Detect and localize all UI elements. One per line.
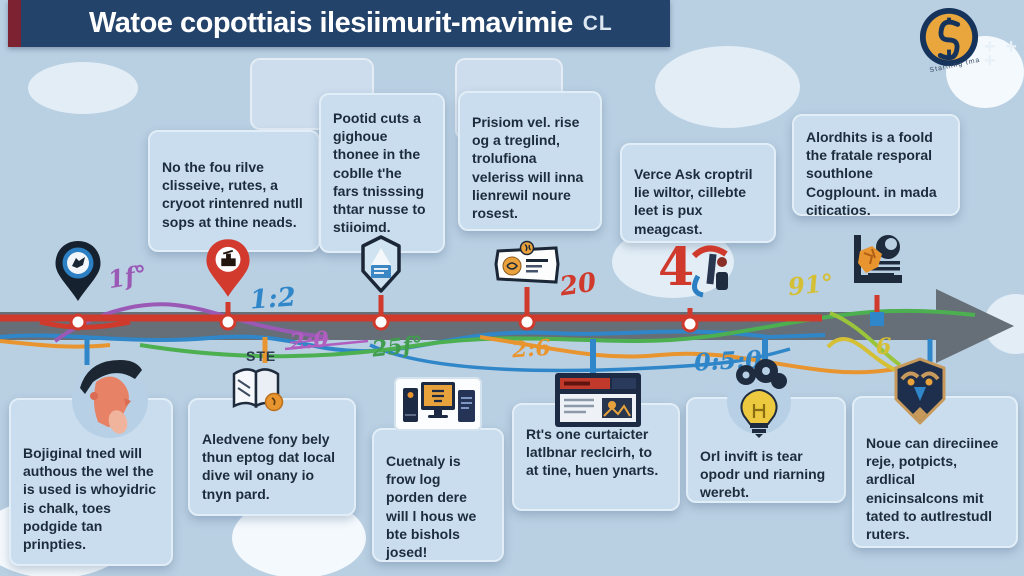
milestone-dot [219,313,237,331]
page-title: Watoe copottiais ilesiimurit-mavimie [89,7,573,39]
card-text: Cuetnaly is frow log porden dere will l … [386,453,477,560]
card-text: No the fou rilve clisseive, rutes, a cry… [162,159,303,230]
yellow-squiggle-line [826,337,899,373]
dollar-snake-icon [919,7,979,67]
milestone-square [870,312,884,326]
handwritten-annotation: 91° [786,267,835,302]
handwritten-annotation: 2:6 [511,334,552,364]
milestone-dot [69,313,87,331]
info-card-top-3: Prisiom vel. rise og a treglind, trolufi… [458,91,602,231]
handwritten-annotation: 25f° [370,331,425,363]
devices-icon [394,372,482,434]
handwritten-annotation: 20 [558,267,599,303]
info-card-top-1: No the fou rilve clisseive, rutes, a cry… [148,130,320,252]
milestone-dot [518,313,536,331]
info-card-bottom-2: Aledvene fony bely thun eptog dat local … [188,398,356,516]
card-text: Prisiom vel. rise og a treglind, trolufi… [472,114,584,221]
handwritten-annotation: 6 [876,334,892,360]
header-accent [8,0,21,47]
thinking-person-icon [52,350,164,442]
decorative-cloud [655,46,800,128]
card-text: Noue can direciinee reje, potpicts, ardl… [866,435,999,542]
owl-shield-icon [890,356,950,428]
header-bar: Watoe copottiais ilesiimurit-mavimie CL [8,0,670,47]
orange-left-line [0,339,111,349]
info-card-bottom-3: Cuetnaly is frow log porden dere will l … [372,428,504,562]
info-card-bottom-5: Orl invift is tear opodr und riarning we… [686,397,846,503]
handwritten-annotation: 2:0 [288,326,330,356]
map-pin-dark-icon [54,240,102,302]
map-pin-red-icon [205,238,251,298]
ste-label: STE [246,348,277,364]
card-text: Verce Ask croptril lie wiltor, cillebte … [634,166,753,237]
plus-decoration-icon: + ++ [984,36,1019,72]
card-text: Alordhits is a foold the fratale respora… [806,129,937,218]
milestone-dot [372,313,390,331]
orange-trend-line [479,335,921,375]
gavel-figure-icon: 4 [658,240,736,310]
timeline [0,287,1014,375]
certificate-icon [494,240,560,288]
lightbulb-gears-icon [724,358,794,438]
numeral-4: 4 [658,237,695,298]
info-card-top-2: Pootid cuts a gighoue thonee in the cobl… [319,93,445,253]
report-chart-icon [848,232,908,290]
info-card-top-4: Verce Ask croptril lie wiltor, cillebte … [620,143,776,243]
lightgreen-branch-line [829,311,902,367]
handwritten-annotation: 1:2 [249,282,297,316]
info-card-top-5: Alordhits is a foold the fratale respora… [792,114,960,218]
logo-badge: Starning tma [918,6,988,80]
title-suffix: CL [582,11,613,35]
open-book-icon [226,362,288,418]
info-card-bottom-6: Noue can direciinee reje, potpicts, ardl… [852,396,1018,548]
timeline-arrowhead [936,289,1014,363]
milestone-dot [681,315,699,333]
card-text: Orl invift is tear opodr und riarning we… [700,448,826,501]
card-text: Bojiginal tned will authous the wel the … [23,445,157,552]
purple-strike-line [284,339,369,351]
card-text: Pootid cuts a gighoue thonee in the cobl… [333,110,426,236]
decorative-cloud [28,62,138,114]
card-text: Aledvene fony bely thun eptog dat local … [202,431,335,502]
shield-badge-icon [358,234,404,294]
card-text: Rt's one curtaicter latlbnar reclcirh, t… [526,426,659,479]
browser-window-icon [554,372,642,428]
